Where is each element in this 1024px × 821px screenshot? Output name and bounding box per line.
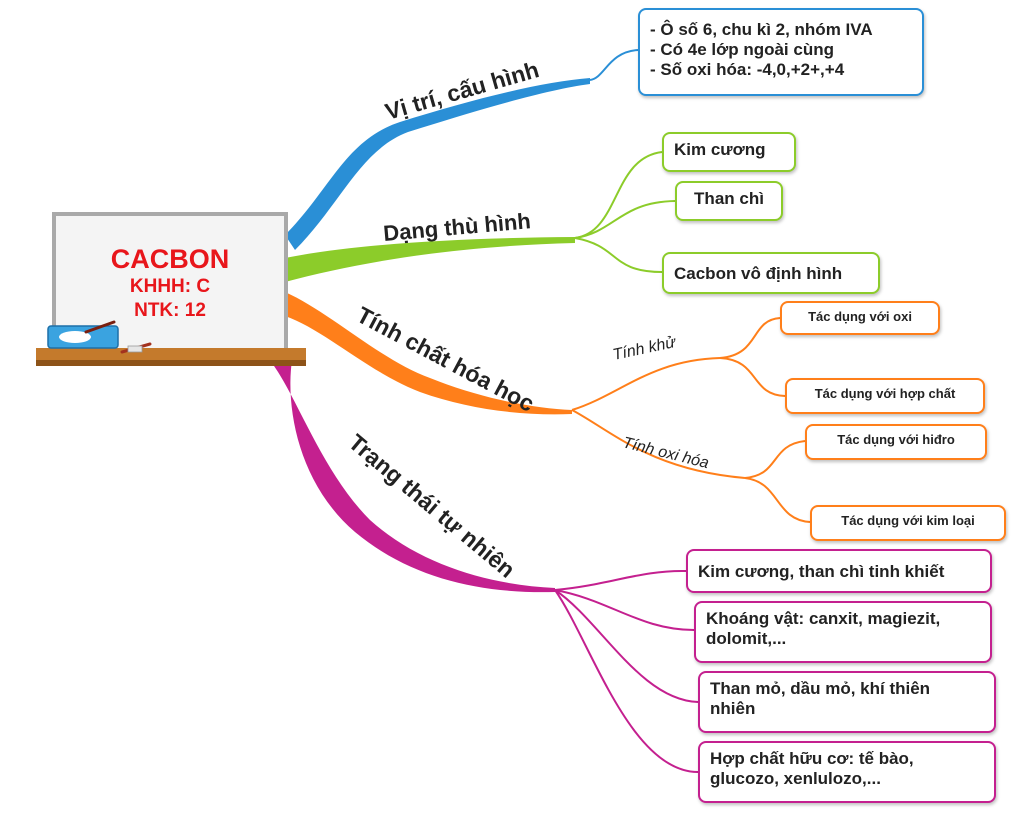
natural-pure-forms-line1: Kim cương, than chì tinh khiết [698,562,945,581]
whiteboard: CACBON KHHH: C NTK: 12 [36,212,306,366]
allotrope-graphite: Than chì [675,181,783,221]
natural-fossil-fuels: Than mỏ, dầu mỏ, khí thiên nhiên [698,671,996,733]
natural-minerals-line1: Khoáng vật: canxit, magiezit, [706,609,941,628]
connector-reducing-1 [719,317,781,359]
pen-icon [84,320,116,334]
natural-fossil-fuels-line1: Than mỏ, dầu mỏ, khí thiên [710,679,931,698]
oxidizing-with-metals: Tác dụng với kim loại [810,505,1006,541]
connector-natural-4 [554,589,699,773]
position-info-box: - Ô số 6, chu kì 2, nhóm IVA - Có 4e lớp… [638,8,924,96]
connector-chemical-oxidizing [571,409,746,479]
connector-oxidizing-1 [744,440,806,479]
connector-allotrope-3 [574,237,663,273]
natural-organic-compounds: Hợp chất hữu cơ: tế bào, glucozo, xenlul… [698,741,996,803]
center-title: CACBON [111,244,230,274]
reducing-with-compounds: Tác dụng với hợp chất [785,378,985,414]
connector-allotrope-1 [574,151,663,239]
allotrope-diamond: Kim cương [662,132,796,172]
natural-pure-forms: Kim cương, than chì tinh khiết [686,549,992,593]
connector-chemical-reducing [571,357,721,411]
connector-position [589,49,639,81]
connector-reducing-2 [719,357,786,397]
natural-organic-compounds-line1: Hợp chất hữu cơ: tế bào, [710,749,914,768]
connector-oxidizing-2 [744,477,811,523]
natural-minerals-line2: dolomit,... [706,629,787,648]
branch-ribbon-chemical [285,292,572,415]
connector-allotrope-2 [574,200,676,239]
connector-natural-3 [554,589,699,703]
position-outer-electrons: - Có 4e lớp ngoài cùng [650,40,834,59]
center-symbol: KHHH: C [130,276,210,297]
natural-fossil-fuels-line2: nhiên [710,699,756,718]
natural-minerals: Khoáng vật: canxit, magiezit, dolomit,..… [694,601,992,663]
sub-label-oxidizing: Tính oxi hóa [621,434,711,472]
sub-label-reducing: Tính khử [611,334,678,364]
position-oxidation-states: - Số oxi hóa: -4,0,+2+,+4 [650,60,845,79]
oxidizing-with-hydrogen: Tác dụng với hiđro [805,424,987,460]
branch-ribbon-position [285,78,590,250]
allotrope-amorphous: Cacbon vô định hình [662,252,880,294]
branch-ribbon-allotropes [285,237,575,282]
eraser-icon [127,345,143,353]
natural-organic-compounds-line2: glucozo, xenlulozo,... [710,769,881,788]
center-atomic-mass: NTK: 12 [134,300,206,321]
reducing-with-oxygen: Tác dụng với oxi [780,301,940,335]
position-group-period: - Ô số 6, chu kì 2, nhóm IVA [650,20,873,39]
connector-natural-1 [554,569,687,591]
branch-ribbon-natural [268,358,555,593]
connector-natural-2 [554,589,695,631]
branch-label-natural: Trạng thái tự nhiên [344,429,520,583]
